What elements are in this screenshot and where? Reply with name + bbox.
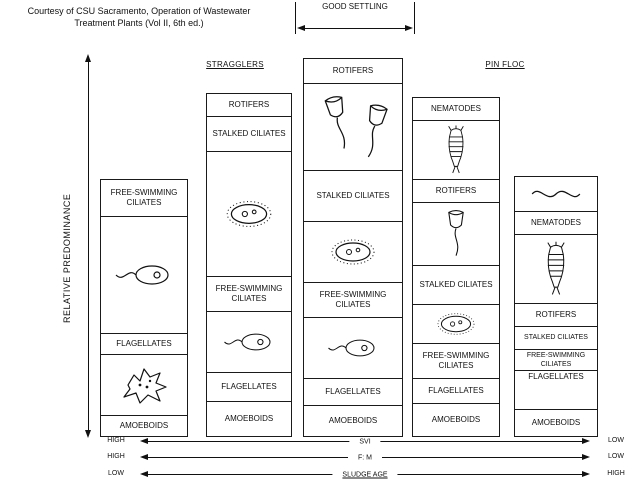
arrow-left-icon bbox=[297, 25, 305, 31]
fm-axis-label: F: M bbox=[348, 454, 382, 462]
source-caption-line2: Treatment Plants (Vol II, 6th ed.) bbox=[74, 18, 204, 29]
segment-label: AMOEBOIDS bbox=[412, 403, 500, 437]
arrow-right-icon bbox=[582, 454, 590, 460]
free-swimming-ciliate-icon bbox=[412, 304, 500, 344]
sludge-age-axis: SLUDGE AGE bbox=[140, 471, 590, 479]
column-1: FREE-SWIMMING CILIATES FLAGELLATES AMOEB… bbox=[100, 179, 188, 437]
arrow-left-icon bbox=[140, 454, 148, 460]
good-settling-arrow bbox=[297, 25, 413, 33]
segment-label: STALKED CILIATES bbox=[412, 265, 500, 305]
stalked-ciliate-pair-icon bbox=[303, 83, 403, 171]
arrow-right-icon bbox=[582, 438, 590, 444]
column-2: ROTIFERS STALKED CILIATES FREE-SWIMMING … bbox=[206, 93, 292, 437]
amoeboid-icon bbox=[100, 354, 188, 416]
arrow-up-icon bbox=[85, 54, 91, 62]
free-swimming-ciliate-icon bbox=[206, 151, 292, 277]
sludge-age-left-label: LOW bbox=[108, 470, 124, 477]
segment-label: STALKED CILIATES bbox=[206, 116, 292, 152]
segment-label: ROTIFERS bbox=[303, 58, 403, 84]
source-caption: Courtesy of CSU Sacramento, Operation of… bbox=[6, 5, 272, 29]
svi-axis: SVI bbox=[140, 438, 590, 446]
segment-label: FLAGELLATES bbox=[206, 372, 292, 402]
segment-label: FLAGELLATES bbox=[514, 370, 598, 410]
segment-label: NEMATODES bbox=[412, 97, 500, 121]
segment-label: AMOEBOIDS bbox=[303, 405, 403, 437]
good-settling-bracket: GOOD SETTLING bbox=[295, 2, 415, 34]
arrow-down-icon bbox=[85, 430, 91, 438]
arrow-right-icon bbox=[405, 25, 413, 31]
stragglers-label: STRAGGLERS bbox=[206, 60, 264, 69]
flagellate-icon bbox=[206, 311, 292, 373]
arrow-left-icon bbox=[140, 471, 148, 477]
segment-label: FREE-SWIMMING CILIATES bbox=[100, 179, 188, 217]
svi-right-label: LOW bbox=[608, 437, 624, 444]
sludge-age-axis-label: SLUDGE AGE bbox=[332, 471, 398, 479]
segment-label: ROTIFERS bbox=[514, 303, 598, 327]
column-4: NEMATODES ROTIFERS STALKED CILIATES FREE… bbox=[412, 97, 500, 437]
arrow-left-icon bbox=[140, 438, 148, 444]
fm-axis: F: M bbox=[140, 454, 590, 462]
segment-label: FREE-SWIMMING CILIATES bbox=[206, 276, 292, 312]
good-settling-label: GOOD SETTLING bbox=[322, 2, 388, 11]
flagellate-icon bbox=[303, 317, 403, 379]
svi-left-label: HIGH bbox=[107, 437, 125, 444]
segment-label: FREE-SWIMMING CILIATES bbox=[303, 282, 403, 318]
segment-label: AMOEBOIDS bbox=[514, 409, 598, 437]
column-3: ROTIFERS STALKED CILIATES FREE-SWIMMING … bbox=[303, 58, 403, 437]
free-swimming-ciliate-icon bbox=[303, 221, 403, 283]
source-caption-line1: Courtesy of CSU Sacramento, Operation of… bbox=[27, 6, 251, 16]
relative-predominance-axis bbox=[84, 54, 93, 438]
rotifer-icon bbox=[412, 120, 500, 180]
fm-left-label: HIGH bbox=[107, 453, 125, 460]
fm-right-label: LOW bbox=[608, 453, 624, 460]
stalked-ciliate-icon bbox=[412, 202, 500, 266]
segment-label: FREE-SWIMMING CILIATES bbox=[412, 343, 500, 379]
segment-label: AMOEBOIDS bbox=[206, 401, 292, 437]
rotifer-icon bbox=[514, 234, 598, 304]
arrow-right-icon bbox=[582, 471, 590, 477]
segment-label: FLAGELLATES bbox=[412, 378, 500, 404]
nematode-icon bbox=[514, 176, 598, 212]
segment-label: FLAGELLATES bbox=[303, 378, 403, 406]
sludge-age-right-label: HIGH bbox=[607, 470, 625, 477]
segment-label: NEMATODES bbox=[514, 211, 598, 235]
segment-label: STALKED CILIATES bbox=[514, 326, 598, 350]
svi-axis-label: SVI bbox=[349, 438, 381, 446]
segment-label: FREE-SWIMMING CILIATES bbox=[514, 349, 598, 371]
relative-predominance-label: RELATIVE PREDOMINANCE bbox=[62, 193, 72, 323]
column-5: NEMATODES ROTIFERS STALKED CILIATES FREE… bbox=[514, 176, 598, 437]
flagellate-icon bbox=[100, 216, 188, 334]
segment-label: AMOEBOIDS bbox=[100, 415, 188, 437]
segment-label: FLAGELLATES bbox=[100, 333, 188, 355]
pin-floc-label: PIN FLOC bbox=[485, 60, 525, 69]
segment-label: ROTIFERS bbox=[412, 179, 500, 203]
segment-label: STALKED CILIATES bbox=[303, 170, 403, 222]
segment-label: ROTIFERS bbox=[206, 93, 292, 117]
